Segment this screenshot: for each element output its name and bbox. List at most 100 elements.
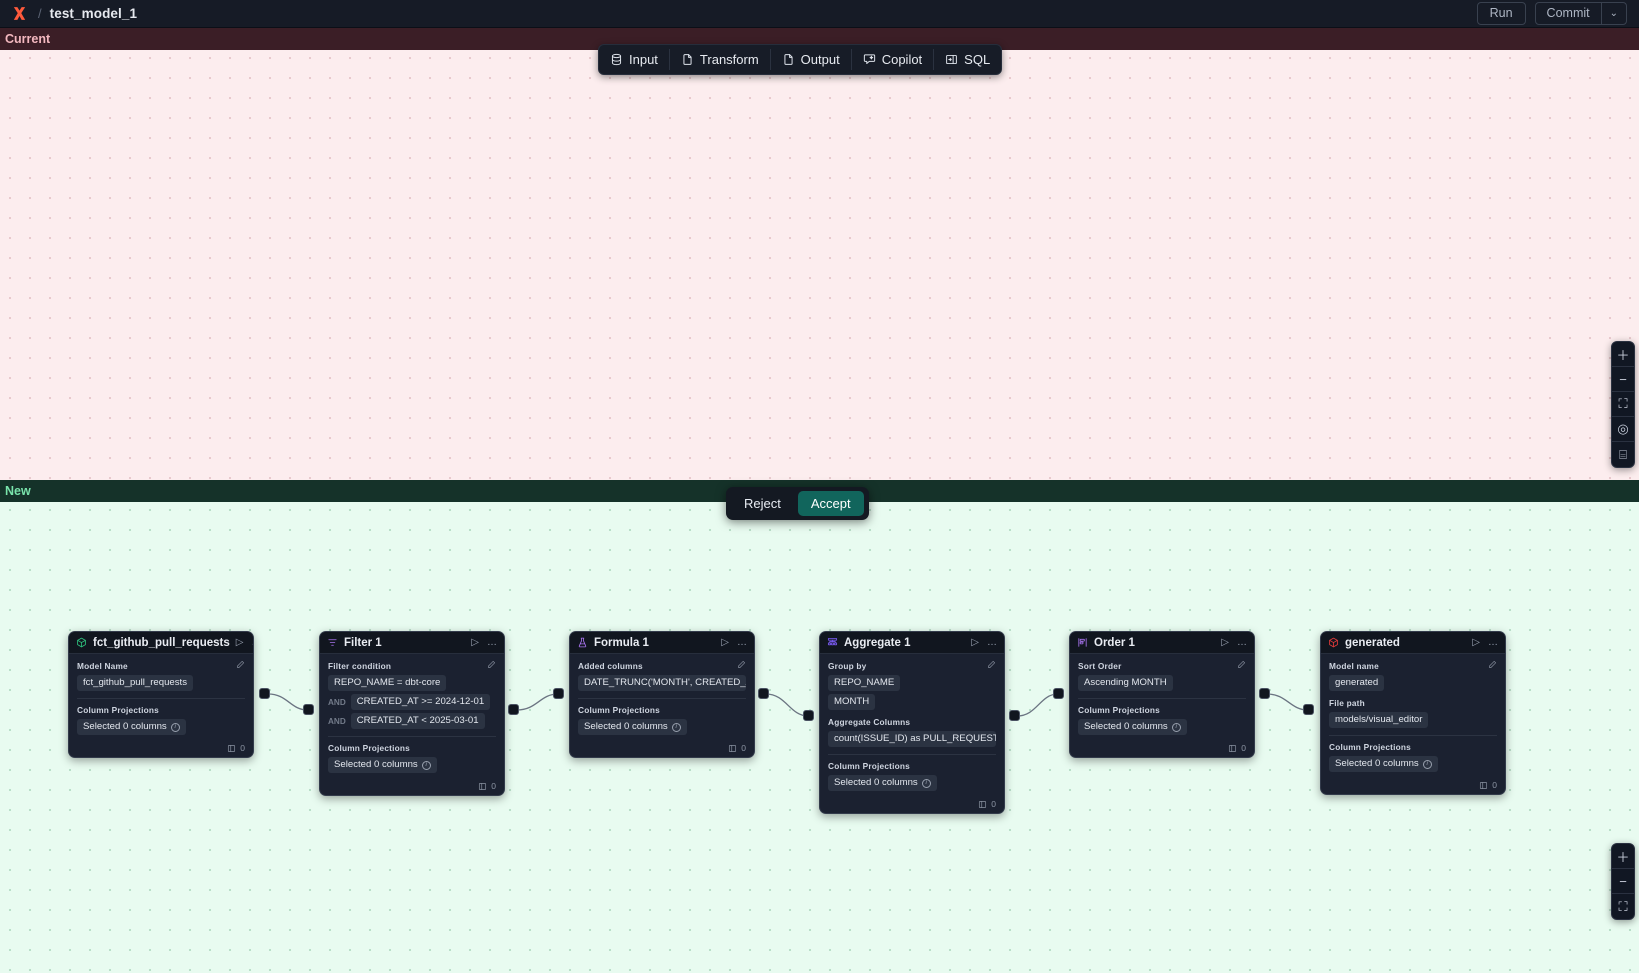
fit-view-icon[interactable]: ⛶ <box>1618 898 1628 914</box>
node-header[interactable]: Filter 1 ▷ … <box>320 632 504 654</box>
edit-pencil-icon[interactable] <box>1488 660 1497 671</box>
node-title: Formula 1 <box>594 636 649 649</box>
toolbar-separator <box>850 49 852 70</box>
condition-conjunction: AND <box>328 716 346 726</box>
toolbar-item-transform[interactable]: Transform <box>670 45 770 74</box>
chevron-down-icon[interactable]: ⌄ <box>1609 7 1618 19</box>
row-count: 0 <box>240 743 245 753</box>
toolbar-item-sql[interactable]: SQL <box>934 45 1001 74</box>
node-header[interactable]: Order 1 ▷ … <box>1070 632 1254 654</box>
more-options-icon[interactable]: … <box>987 636 997 648</box>
fit-view-icon[interactable]: ⛶ <box>1612 392 1634 417</box>
top-bar: / test_model_1 Run Commit ⌄ <box>0 0 1639 28</box>
chip-row: MONTH <box>828 694 996 710</box>
section-label: Column Projections <box>828 761 910 771</box>
accept-button[interactable]: Accept <box>797 491 864 516</box>
value-chip[interactable]: CREATED_AT >= 2024-12-01 <box>350 694 491 710</box>
commit-button-group[interactable]: Commit ⌄ <box>1534 2 1627 25</box>
info-icon[interactable]: i <box>921 778 931 788</box>
info-icon[interactable]: i <box>1422 759 1432 769</box>
minus-icon[interactable]: − <box>1612 367 1634 392</box>
minus-icon[interactable]: − <box>1612 869 1634 894</box>
node-header[interactable]: fct_github_pull_requests ▷ … <box>69 632 253 654</box>
row-count: 0 <box>1241 743 1246 753</box>
value-chip[interactable]: generated <box>1329 675 1385 691</box>
play-icon[interactable]: ▷ <box>235 636 244 648</box>
current-pane[interactable]: Current <box>0 28 1639 480</box>
node-header[interactable]: Aggregate 1 ▷ … <box>820 632 1004 654</box>
play-icon[interactable]: ▷ <box>471 636 479 648</box>
toolbar-item-output[interactable]: Output <box>771 45 851 74</box>
edge-port <box>1009 710 1020 721</box>
edit-pencil-icon[interactable] <box>236 660 245 671</box>
order-icon <box>1077 637 1088 648</box>
section-label: Column Projections <box>578 705 660 715</box>
more-options-icon[interactable]: … <box>1237 636 1247 648</box>
plus-icon[interactable]: ＋ <box>1612 342 1634 367</box>
more-options-icon[interactable]: … <box>251 637 253 648</box>
value-chip[interactable]: models/visual_editor <box>1329 712 1429 728</box>
diff-decision-bar[interactable]: Reject Accept <box>726 487 869 520</box>
play-icon[interactable]: ▷ <box>1472 636 1480 648</box>
info-icon[interactable]: i <box>671 722 681 732</box>
grid-icon[interactable]: ⌸ <box>1619 446 1627 462</box>
toolbar-item-copilot[interactable]: Copilot <box>852 45 933 74</box>
more-options-icon[interactable]: … <box>737 636 747 648</box>
page-title: test_model_1 <box>49 6 138 21</box>
toolbar-separator <box>668 49 670 70</box>
value-chip[interactable]: MONTH <box>828 694 876 710</box>
node-footer: 0 <box>1321 778 1505 794</box>
plus-icon[interactable]: ＋ <box>1612 844 1634 869</box>
play-icon[interactable]: ▷ <box>971 636 979 648</box>
section-divider <box>77 698 245 699</box>
target-icon[interactable]: ◎ <box>1612 417 1634 442</box>
section-divider <box>1329 735 1497 736</box>
reject-button[interactable]: Reject <box>744 496 781 511</box>
info-icon[interactable]: i <box>421 760 431 770</box>
node-header[interactable]: Formula 1 ▷ … <box>570 632 754 654</box>
value-chip[interactable]: DATE_TRUNC('MONTH', CREATED_AT… <box>578 675 746 691</box>
node-card-source[interactable]: fct_github_pull_requests ▷ … Model Namef… <box>68 631 254 758</box>
commit-button[interactable]: Commit <box>1546 6 1590 20</box>
more-options-icon[interactable]: … <box>1488 636 1498 648</box>
value-chip[interactable]: count(ISSUE_ID) as PULL_REQUEST_… <box>828 731 996 747</box>
value-chip[interactable]: REPO_NAME = dbt-core <box>328 675 447 691</box>
edit-pencil-icon[interactable] <box>487 660 496 671</box>
edit-pencil-icon[interactable] <box>737 660 746 671</box>
value-chip[interactable]: CREATED_AT < 2025-03-01 <box>350 713 485 729</box>
more-options-icon[interactable]: … <box>487 636 497 648</box>
value-chip[interactable]: Ascending MONTH <box>1078 675 1173 691</box>
current-canvas-zoom-controls[interactable]: ＋−⛶◎ ⌸ <box>1611 341 1635 468</box>
edit-pencil-icon[interactable] <box>1237 660 1246 671</box>
info-icon[interactable]: i <box>1171 722 1181 732</box>
edit-pencil-icon[interactable] <box>987 660 996 671</box>
new-canvas-zoom-controls[interactable]: ＋− ⛶ <box>1611 843 1635 920</box>
play-icon[interactable]: ▷ <box>1221 636 1229 648</box>
node-header[interactable]: generated ▷ … <box>1321 632 1505 654</box>
run-button[interactable]: Run <box>1476 2 1526 25</box>
value-chip[interactable]: fct_github_pull_requests <box>77 675 194 691</box>
info-icon[interactable]: i <box>170 722 180 732</box>
toolbar-item-input[interactable]: Input <box>599 45 669 74</box>
play-icon[interactable]: ▷ <box>721 636 729 648</box>
x-logo-icon[interactable] <box>8 3 30 25</box>
value-chip[interactable]: REPO_NAME <box>828 675 901 691</box>
